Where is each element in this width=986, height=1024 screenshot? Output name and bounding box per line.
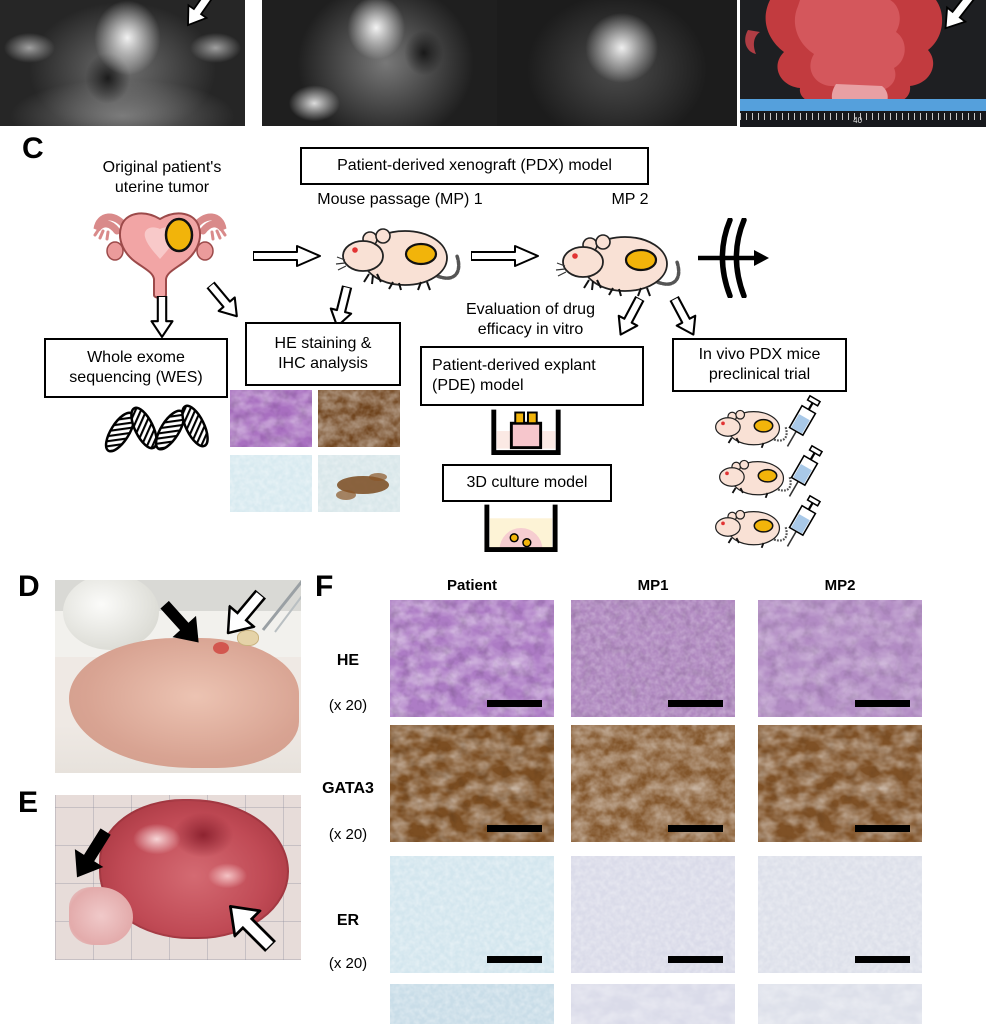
he-mp2-image	[758, 600, 922, 717]
black-arrow-icon	[74, 828, 111, 878]
scale-bar	[668, 700, 723, 707]
arrow-diagonal-icon	[329, 284, 353, 328]
he-thumbnail	[230, 390, 312, 447]
he-mp1-image	[571, 600, 735, 717]
pde-box: Patient-derived explant (PDE) model	[420, 346, 644, 406]
er-thumbnail	[230, 455, 312, 512]
er-mp2-image	[758, 856, 922, 973]
arrow-down-icon	[150, 296, 174, 338]
evaluation-label: Evaluation of drug efficacy in vitro	[466, 301, 595, 338]
arrow-right-icon	[253, 245, 321, 267]
scale-bar	[855, 700, 910, 707]
mouse-implantation-photo	[55, 580, 301, 773]
syringe-icon	[786, 494, 822, 547]
ruler: 40	[740, 111, 986, 127]
black-arrow-icon	[160, 600, 199, 643]
scale-bar	[487, 956, 542, 963]
white-arrow-icon	[226, 588, 267, 635]
implant-site	[213, 642, 229, 654]
arrow-diagonal-icon	[669, 295, 697, 336]
mp1-label: Mouse passage (MP) 1	[317, 191, 483, 208]
gata3-mp2-image	[758, 725, 922, 842]
arrow-right-icon	[471, 245, 539, 267]
he-ihc-box: HE staining & IHC analysis	[245, 322, 401, 386]
mri-sagittal-image	[262, 0, 500, 126]
column-header-patient: Patient	[446, 577, 497, 594]
pdx-model-box: Patient-derived xenograft (PDX) model	[300, 147, 649, 185]
stain-label-gata3: GATA3	[322, 780, 374, 797]
ihc-mp2-image-partial	[758, 984, 922, 1024]
white-arrow-icon	[187, 0, 218, 27]
panel-d-label: D	[18, 570, 40, 603]
he-patient-image	[390, 600, 554, 717]
wes-box: Whole exome sequencing (WES)	[44, 338, 228, 398]
source-tumor-label: Original patient's uterine tumor	[102, 159, 222, 196]
tumor-fragment	[237, 630, 259, 646]
scale-bar	[668, 825, 723, 832]
panel-c-label: C	[22, 132, 44, 165]
mouse-illustration	[719, 459, 792, 499]
scale-bar	[855, 825, 910, 832]
tissue-fragment	[69, 887, 133, 945]
forceps	[261, 580, 301, 633]
mri-axial-image	[0, 0, 245, 126]
stain-label-he: HE	[336, 652, 360, 669]
magnification-er: (x 20)	[328, 955, 368, 972]
panel-e-label: E	[18, 786, 39, 819]
invivo-box: In vivo PDX mice preclinical trial	[672, 338, 847, 392]
passage-break-icon	[698, 218, 769, 298]
gata3-thumbnail	[318, 390, 400, 447]
scale-bar	[668, 956, 723, 963]
glove	[63, 580, 159, 650]
syringe-icon	[786, 394, 822, 447]
pde-well-icon	[491, 409, 561, 455]
resected-tumor-photo	[55, 795, 301, 960]
scale-bar	[487, 825, 542, 832]
magnification-he: (x 20)	[328, 697, 368, 714]
culture-model-box: 3D culture model	[442, 464, 612, 502]
dna-icon	[104, 404, 209, 453]
white-arrow-icon	[944, 0, 979, 30]
mouse-illustration	[715, 409, 788, 449]
mouse-illustration	[715, 509, 788, 549]
nude-mouse-body	[69, 638, 299, 768]
ihc-thumbnail	[318, 455, 400, 512]
stain-label-er: ER	[336, 912, 360, 929]
column-header-mp1: MP1	[637, 577, 669, 594]
mri-coronal-image	[497, 0, 737, 126]
scale-bar	[855, 956, 910, 963]
arrow-diagonal-icon	[206, 281, 238, 318]
er-mp1-image	[571, 856, 735, 973]
gross-specimen-image: 40	[740, 0, 986, 127]
mouse-illustration	[335, 228, 461, 291]
mouse-illustration	[555, 234, 681, 297]
panel-f-label: F	[315, 570, 334, 603]
ruler-label: 40	[853, 116, 863, 125]
column-header-mp2: MP2	[824, 577, 856, 594]
syringe-icon	[788, 444, 824, 497]
magnification-gata3: (x 20)	[328, 826, 368, 843]
ihc-patient-image-partial	[390, 984, 554, 1024]
blue-tray	[740, 99, 986, 111]
culture-well-icon	[484, 504, 558, 552]
er-patient-image	[390, 856, 554, 973]
ihc-mp1-image-partial	[571, 984, 735, 1024]
gata3-patient-image	[390, 725, 554, 842]
mp2-label: MP 2	[611, 191, 649, 208]
gata3-mp1-image	[571, 725, 735, 842]
arrow-diagonal-icon	[617, 295, 645, 336]
scale-bar	[487, 700, 542, 707]
white-arrow-icon	[228, 904, 277, 953]
